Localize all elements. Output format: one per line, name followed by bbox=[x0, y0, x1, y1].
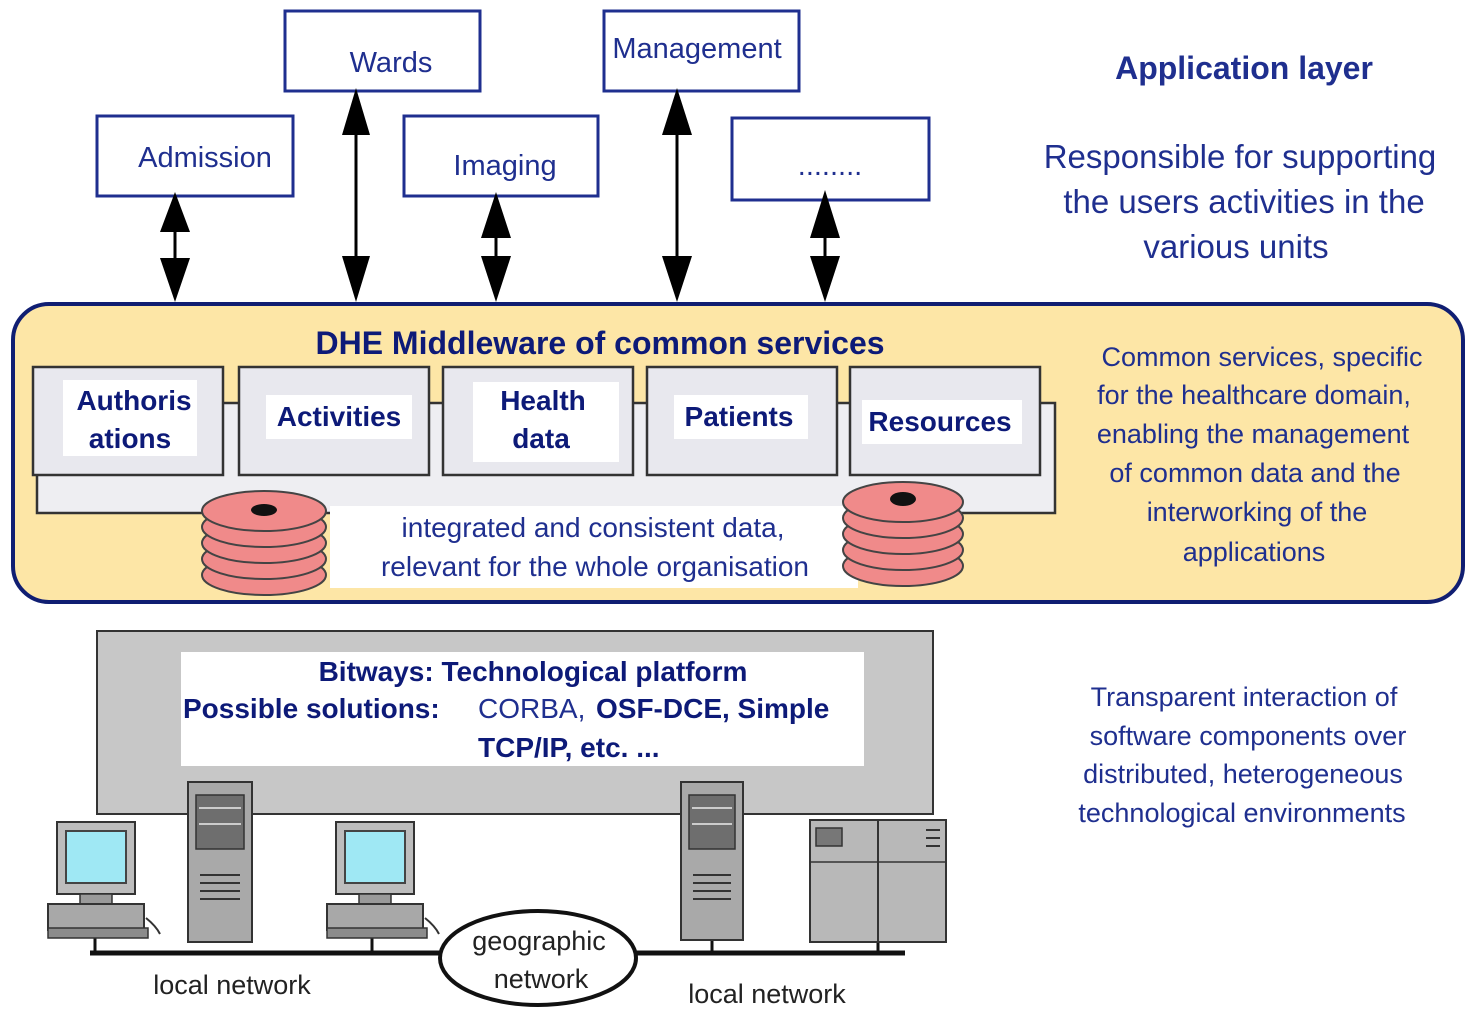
middleware-desc-line: enabling the management bbox=[1097, 419, 1410, 449]
service-health-data: Health data bbox=[441, 365, 635, 477]
middleware-desc-line: interworking of the bbox=[1147, 497, 1368, 527]
service-label: data bbox=[512, 423, 570, 454]
mainframe-cabinet-icon bbox=[809, 819, 947, 953]
local-network-left-label: local network bbox=[153, 970, 311, 1000]
service-label: Health bbox=[500, 385, 586, 416]
bitways-title: Bitways: Technological platform bbox=[319, 656, 748, 687]
double-arrow-icon bbox=[342, 88, 370, 302]
bitways-solutions-label: Possible solutions: bbox=[183, 693, 440, 724]
double-arrow-icon bbox=[481, 192, 511, 302]
bitways-desc-line: technological environments bbox=[1078, 798, 1405, 828]
middleware-title: DHE Middleware of common services bbox=[315, 325, 884, 361]
tower-server-icon bbox=[187, 781, 253, 943]
service-label: Authoris bbox=[76, 385, 191, 416]
database-disk-stack-icon bbox=[201, 490, 327, 596]
bitways-solutions-bold: OSF-DCE, Simple bbox=[596, 693, 829, 724]
service-label: Patients bbox=[685, 401, 794, 432]
app-box-label: Imaging bbox=[453, 150, 556, 182]
workstation-computer-icon bbox=[47, 821, 161, 953]
middleware-desc-line: for the healthcare domain, bbox=[1097, 380, 1411, 410]
geographic-network-label: network bbox=[494, 964, 589, 994]
app-box-label: ........ bbox=[798, 150, 862, 182]
data-note-line: integrated and consistent data, bbox=[402, 512, 785, 543]
bitways-desc-line: Transparent interaction of bbox=[1091, 682, 1398, 712]
application-layer-desc-line: various units bbox=[1143, 228, 1328, 265]
app-box-wards: Wards bbox=[283, 9, 482, 93]
app-box-label: Management bbox=[612, 33, 781, 65]
geographic-network-ellipse bbox=[438, 909, 638, 1007]
middleware-desc-line: applications bbox=[1183, 537, 1326, 567]
data-note-line: relevant for the whole organisation bbox=[381, 551, 809, 582]
service-resources: Resources bbox=[848, 365, 1042, 477]
platform-text-box bbox=[181, 652, 864, 766]
app-box-label: Admission bbox=[138, 142, 272, 174]
local-network-right-label: local network bbox=[688, 979, 846, 1009]
app-box-label: Wards bbox=[350, 47, 433, 79]
middleware-desc-line: Common services, specific bbox=[1101, 342, 1422, 372]
application-layer-title: Application layer bbox=[1115, 50, 1373, 86]
app-box-imaging: Imaging bbox=[402, 114, 600, 198]
service-activities: Activities bbox=[237, 365, 431, 477]
application-layer-desc-line: Responsible for supporting bbox=[1044, 138, 1437, 175]
app-box-management: Management bbox=[602, 9, 801, 93]
double-arrow-icon bbox=[160, 192, 190, 302]
service-label: ations bbox=[89, 423, 171, 454]
service-label: Activities bbox=[277, 401, 402, 432]
geographic-network-label: geographic bbox=[472, 926, 606, 956]
bitways-desc-line: software components over bbox=[1090, 721, 1407, 751]
service-patients: Patients bbox=[645, 365, 839, 477]
bitways-solutions-line: Possible solutions: CORBA, OSF-DCE, Simp… bbox=[183, 693, 829, 724]
double-arrow-icon bbox=[810, 190, 840, 302]
service-label: Resources bbox=[868, 406, 1011, 437]
data-note-box bbox=[330, 506, 858, 588]
database-disk-stack-icon bbox=[842, 481, 964, 587]
app-box-admission: Admission bbox=[95, 114, 295, 198]
bitways-solutions-line2: TCP/IP, etc. ... bbox=[478, 732, 660, 763]
app-box-other: ........ bbox=[730, 116, 931, 202]
double-arrow-icon bbox=[662, 88, 692, 302]
bitways-solutions-plain: CORBA, bbox=[478, 693, 585, 724]
workstation-computer-icon bbox=[326, 821, 440, 953]
service-authorisations: Authoris ations bbox=[31, 365, 225, 477]
application-layer-desc-line: the users activities in the bbox=[1063, 183, 1424, 220]
bitways-desc-line: distributed, heterogeneous bbox=[1083, 759, 1403, 789]
middleware-desc-line: of common data and the bbox=[1109, 458, 1400, 488]
tower-server-icon bbox=[680, 781, 744, 953]
